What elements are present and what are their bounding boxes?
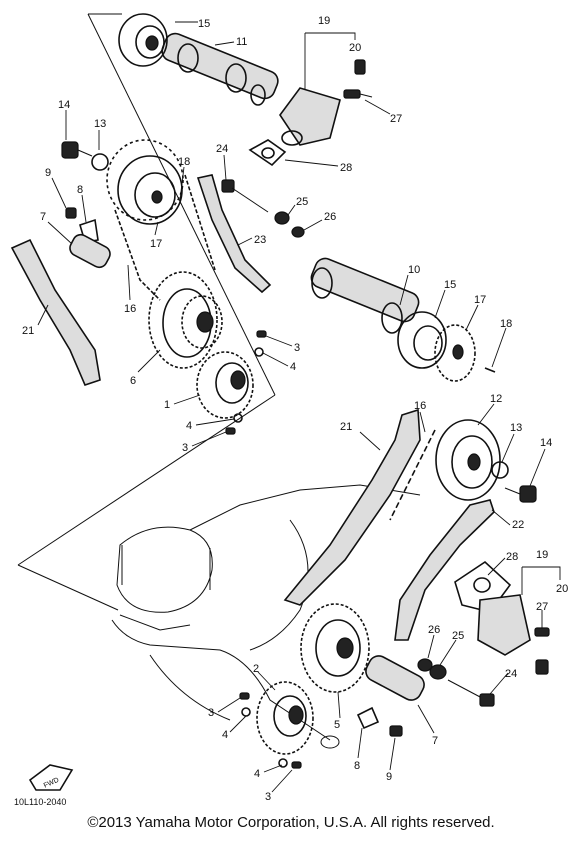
callout-26-upper: 26 <box>324 211 336 223</box>
callout-3-upper-a: 3 <box>294 342 300 354</box>
upper-timing-chain <box>114 174 216 301</box>
lower-cam-sprocket-17 <box>434 324 476 382</box>
callout-4-upper-b: 4 <box>186 420 192 432</box>
upper-adjust-bolt <box>221 179 305 238</box>
lower-small-parts-8-9 <box>356 706 403 737</box>
callout-21-upper: 21 <box>22 325 34 337</box>
callout-24-upper: 24 <box>216 143 228 155</box>
callout-19-upper: 19 <box>318 15 330 27</box>
callout-3-lower-b: 3 <box>265 791 271 803</box>
callout-6: 6 <box>130 375 136 387</box>
lower-chain-tensioner <box>454 560 550 675</box>
idler-gear-6 <box>148 271 223 369</box>
callout-26-lower: 26 <box>428 624 440 636</box>
callout-24-lower: 24 <box>505 668 517 680</box>
callout-2: 2 <box>253 663 259 675</box>
callout-4-lower-b: 4 <box>254 768 260 780</box>
upper-pins <box>225 330 267 435</box>
callout-5: 5 <box>334 719 340 731</box>
engine-crankcase-outline <box>111 484 421 749</box>
callout-8-lower: 8 <box>354 760 360 772</box>
callout-13-upper: 13 <box>94 118 106 130</box>
callout-7-upper: 7 <box>40 211 46 223</box>
callout-20-upper: 20 <box>349 42 361 54</box>
lower-sprocket-12 <box>435 419 501 501</box>
upper-tensioner-rod <box>69 233 111 269</box>
callout-11: 11 <box>236 36 247 48</box>
callout-4-lower-a: 4 <box>222 729 228 741</box>
callout-7-lower: 7 <box>432 735 438 747</box>
callout-3-lower-a: 3 <box>208 707 214 719</box>
callout-labels: 15 11 19 20 27 28 14 13 9 8 7 24 18 25 2… <box>22 15 568 803</box>
lower-pin-18 <box>484 367 496 373</box>
callout-28-lower: 28 <box>506 551 518 563</box>
gear-1 <box>196 351 254 419</box>
upper-bearing <box>118 13 168 67</box>
lower-right-bolts <box>491 461 537 503</box>
callout-27-lower: 27 <box>536 601 548 613</box>
callout-1: 1 <box>164 399 170 411</box>
upper-gasket <box>248 139 287 167</box>
callout-18-lower: 18 <box>500 318 512 330</box>
upper-chain-guides <box>10 174 272 386</box>
callout-17-lower: 17 <box>474 294 486 306</box>
lower-chain-guide-21 <box>283 408 421 606</box>
lower-bearing <box>397 311 447 369</box>
lower-adjust-parts <box>417 658 495 707</box>
upper-cam-sprocket <box>106 139 184 225</box>
diagram-code: 10L110-2040 <box>14 797 66 807</box>
callout-21-lower: 21 <box>340 421 352 433</box>
leader-lines <box>37 21 561 793</box>
fwd-arrow-icon: FWD <box>28 764 74 791</box>
callout-23: 23 <box>254 234 266 246</box>
callout-14-upper: 14 <box>58 99 70 111</box>
callout-25-upper: 25 <box>296 196 308 208</box>
callout-16-lower: 16 <box>414 400 426 412</box>
lower-camshaft <box>310 257 420 334</box>
callout-3-upper-b: 3 <box>182 442 188 454</box>
callout-15-upper: 15 <box>198 18 210 30</box>
upper-chain-tensioner <box>279 59 373 146</box>
gear-5 <box>300 603 370 693</box>
callout-12: 12 <box>490 393 502 405</box>
callout-16-upper: 16 <box>124 303 136 315</box>
callout-9-lower: 9 <box>386 771 392 783</box>
callout-17-upper: 17 <box>150 238 162 250</box>
upper-left-bolts <box>61 141 109 243</box>
callout-28-upper: 28 <box>340 162 352 174</box>
callout-19-lower: 19 <box>536 549 548 561</box>
callout-13-lower: 13 <box>510 422 522 434</box>
lower-timing-chain-16 <box>389 429 436 521</box>
callout-18-upper: 18 <box>178 156 190 168</box>
guide-lines <box>17 13 276 611</box>
lower-tensioner-rod-7 <box>365 655 425 701</box>
callout-8-upper: 8 <box>77 184 83 196</box>
callout-27-upper: 27 <box>390 113 402 125</box>
upper-camshaft <box>161 32 279 106</box>
callout-14-lower: 14 <box>540 437 552 449</box>
fwd-label: FWD <box>43 777 60 790</box>
copyright-notice: ©2013 Yamaha Motor Corporation, U.S.A. A… <box>87 814 495 831</box>
gear-2 <box>256 681 314 755</box>
callout-22: 22 <box>512 519 524 531</box>
callout-9-upper: 9 <box>45 167 51 179</box>
callout-15-lower: 15 <box>444 279 456 291</box>
lower-pins <box>239 692 302 769</box>
callout-4-upper-a: 4 <box>290 361 296 373</box>
callout-20-lower: 20 <box>556 583 568 595</box>
callout-25-lower: 25 <box>452 630 464 642</box>
callout-10: 10 <box>408 264 420 276</box>
lower-chain-guide-22 <box>394 499 495 641</box>
